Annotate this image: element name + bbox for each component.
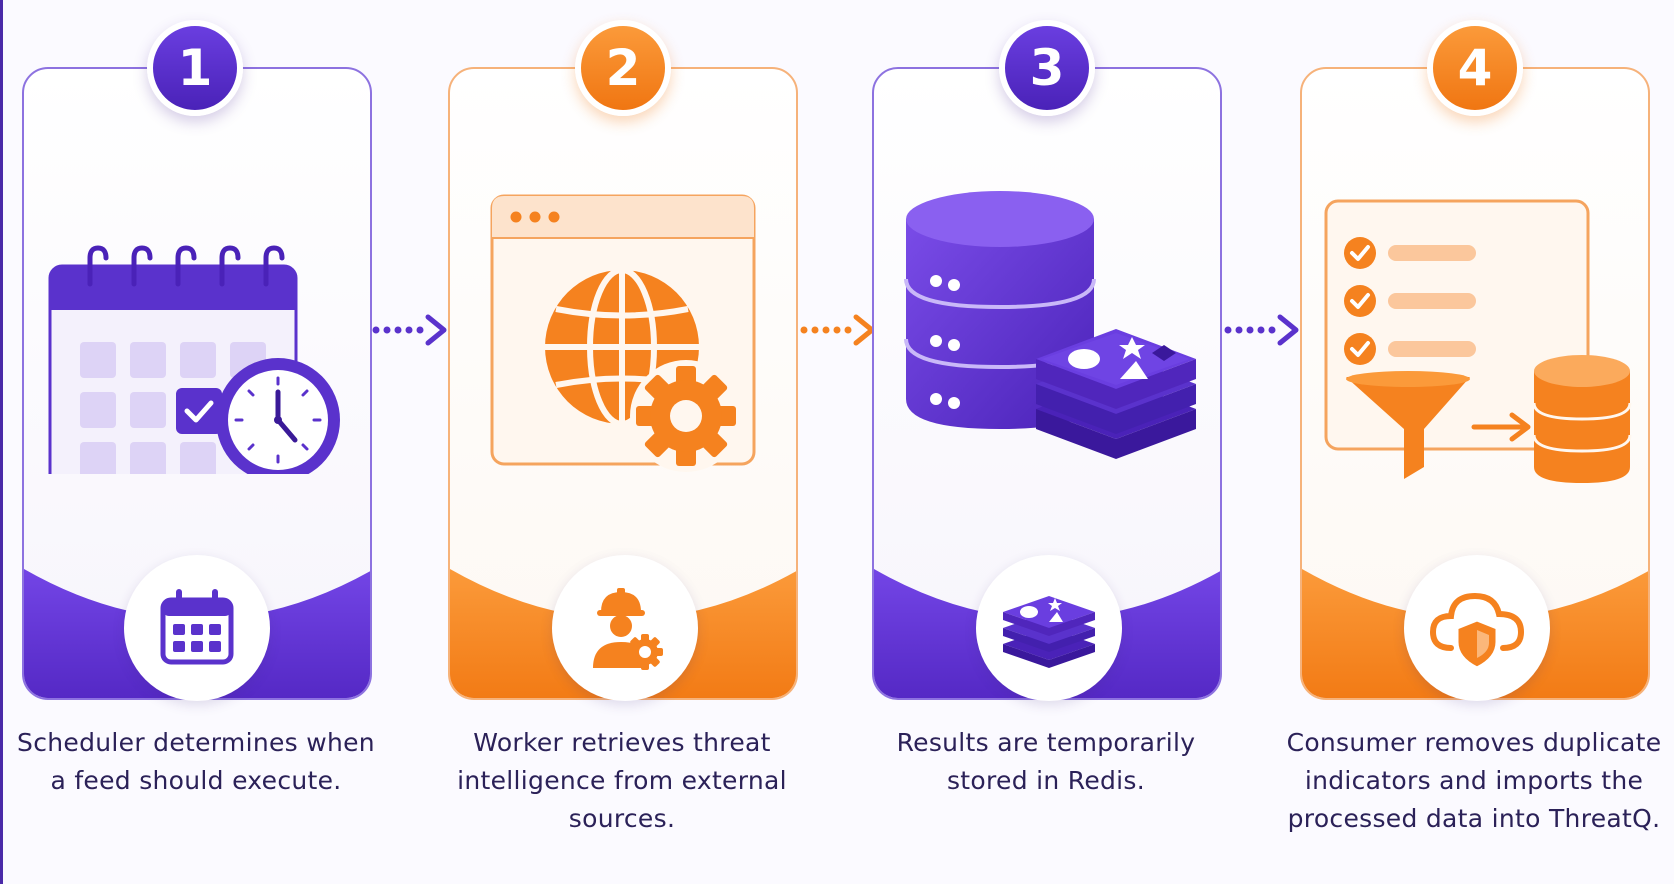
step-2-bottom-icon-circle — [552, 555, 698, 701]
frame-border — [0, 0, 3, 884]
step-4-caption: Consumer removes duplicate indicators an… — [1286, 728, 1662, 833]
arrow-1-to-2 — [372, 314, 447, 346]
calendar-icon — [160, 589, 234, 665]
step-1-bottom-icon-circle — [124, 555, 270, 701]
step-2-caption: Worker retrieves threat intelligence fro… — [457, 728, 787, 833]
arrow-3-to-4 — [1224, 314, 1299, 346]
redis-stack-icon — [1003, 596, 1095, 668]
step-4-badge: 4 — [1427, 20, 1523, 116]
browser-globe-gear-icon — [490, 194, 756, 472]
checklist-filter-database-icon — [1324, 199, 1632, 483]
arrow-2-to-3 — [800, 314, 875, 346]
database-redis-icon — [904, 191, 1196, 459]
step-1-caption: Scheduler determines when a feed should … — [17, 728, 375, 795]
step-4-bottom-icon-circle — [1404, 555, 1550, 701]
step-1-badge: 1 — [147, 20, 243, 116]
step-3-bottom-icon-circle — [976, 555, 1122, 701]
step-3-caption: Results are temporarily stored in Redis. — [896, 728, 1196, 795]
cloud-shield-icon — [1429, 592, 1525, 670]
step-3-badge: 3 — [999, 20, 1095, 116]
step-2-badge: 2 — [575, 20, 671, 116]
worker-gear-icon — [593, 588, 663, 670]
calendar-clock-icon — [48, 245, 340, 474]
